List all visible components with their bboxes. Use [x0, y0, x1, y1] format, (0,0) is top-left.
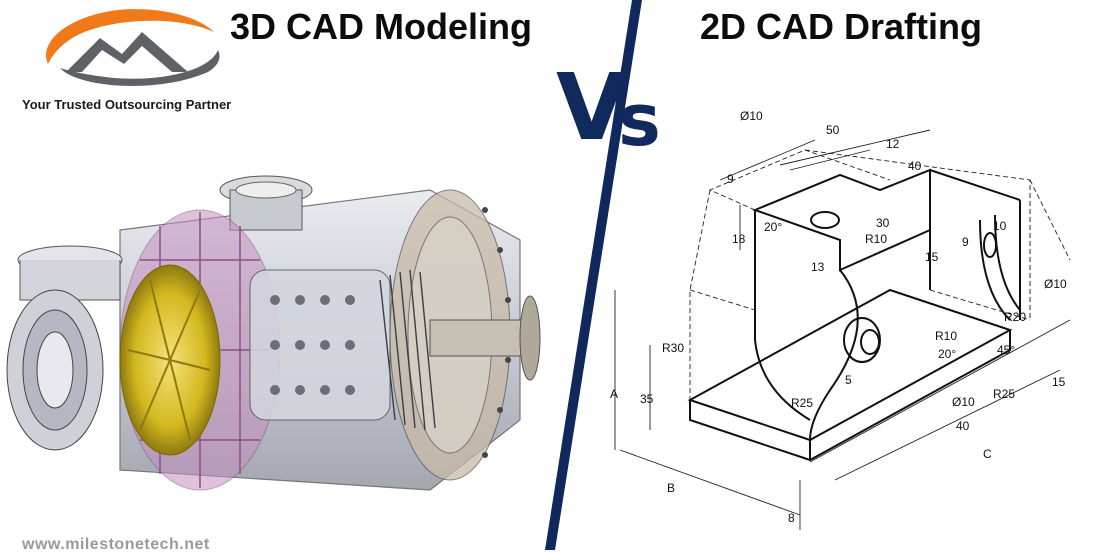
dim-12: 12	[886, 137, 900, 151]
isometric-bracket-icon: Ø10 50 12 40 9 20° 30 R10 10 9 18 15 13 …	[610, 109, 1071, 530]
dim-o10-top: Ø10	[740, 109, 763, 123]
dim-8: 8	[788, 511, 795, 525]
dim-r20: R20	[1004, 310, 1026, 324]
dim-9-left: 9	[727, 172, 734, 186]
dim-r10-top: R10	[865, 232, 887, 246]
turbine-3d-model-image	[0, 170, 560, 520]
brand-logo	[38, 2, 224, 94]
dim-35: 35	[640, 392, 654, 406]
dim-20deg-top: 20°	[764, 220, 782, 234]
dim-20deg-mid: 20°	[938, 347, 956, 361]
dim-a: A	[610, 387, 618, 401]
dim-15-right: 15	[1052, 375, 1066, 389]
dim-o10-right: Ø10	[1044, 277, 1067, 291]
dim-r10-mid: R10	[935, 329, 957, 343]
dim-9-mid: 9	[962, 235, 969, 249]
dim-b: B	[667, 481, 675, 495]
brand-tagline: Your Trusted Outsourcing Partner	[22, 97, 232, 112]
website-url: www.milestonetech.net	[22, 536, 210, 553]
mountain-logo-icon	[46, 9, 220, 86]
dim-r30: R30	[662, 341, 684, 355]
dim-r25-left: R25	[791, 396, 813, 410]
isometric-drawing: Ø10 50 12 40 9 20° 30 R10 10 9 18 15 13 …	[600, 90, 1110, 550]
dim-15-mid: 15	[925, 250, 939, 264]
dim-50: 50	[826, 123, 840, 137]
dim-10: 10	[993, 219, 1007, 233]
right-panel-title: 2D CAD Drafting	[700, 6, 983, 47]
versus-s-letter: s	[618, 78, 661, 162]
turbine-assembly-icon	[6, 175, 541, 491]
dim-o10-bottom: Ø10	[952, 395, 975, 409]
left-panel-title: 3D CAD Modeling	[230, 6, 532, 47]
dim-18: 18	[732, 232, 746, 246]
dim-5: 5	[845, 373, 852, 387]
dim-45deg: 45°	[997, 343, 1015, 357]
versus-v-letter: V	[556, 54, 628, 161]
dim-r25-right: R25	[993, 387, 1015, 401]
dim-40-bottom: 40	[956, 419, 970, 433]
dim-c: C	[983, 447, 992, 461]
dim-30: 30	[876, 216, 890, 230]
dim-40-top: 40	[908, 159, 922, 173]
dim-13: 13	[811, 260, 825, 274]
